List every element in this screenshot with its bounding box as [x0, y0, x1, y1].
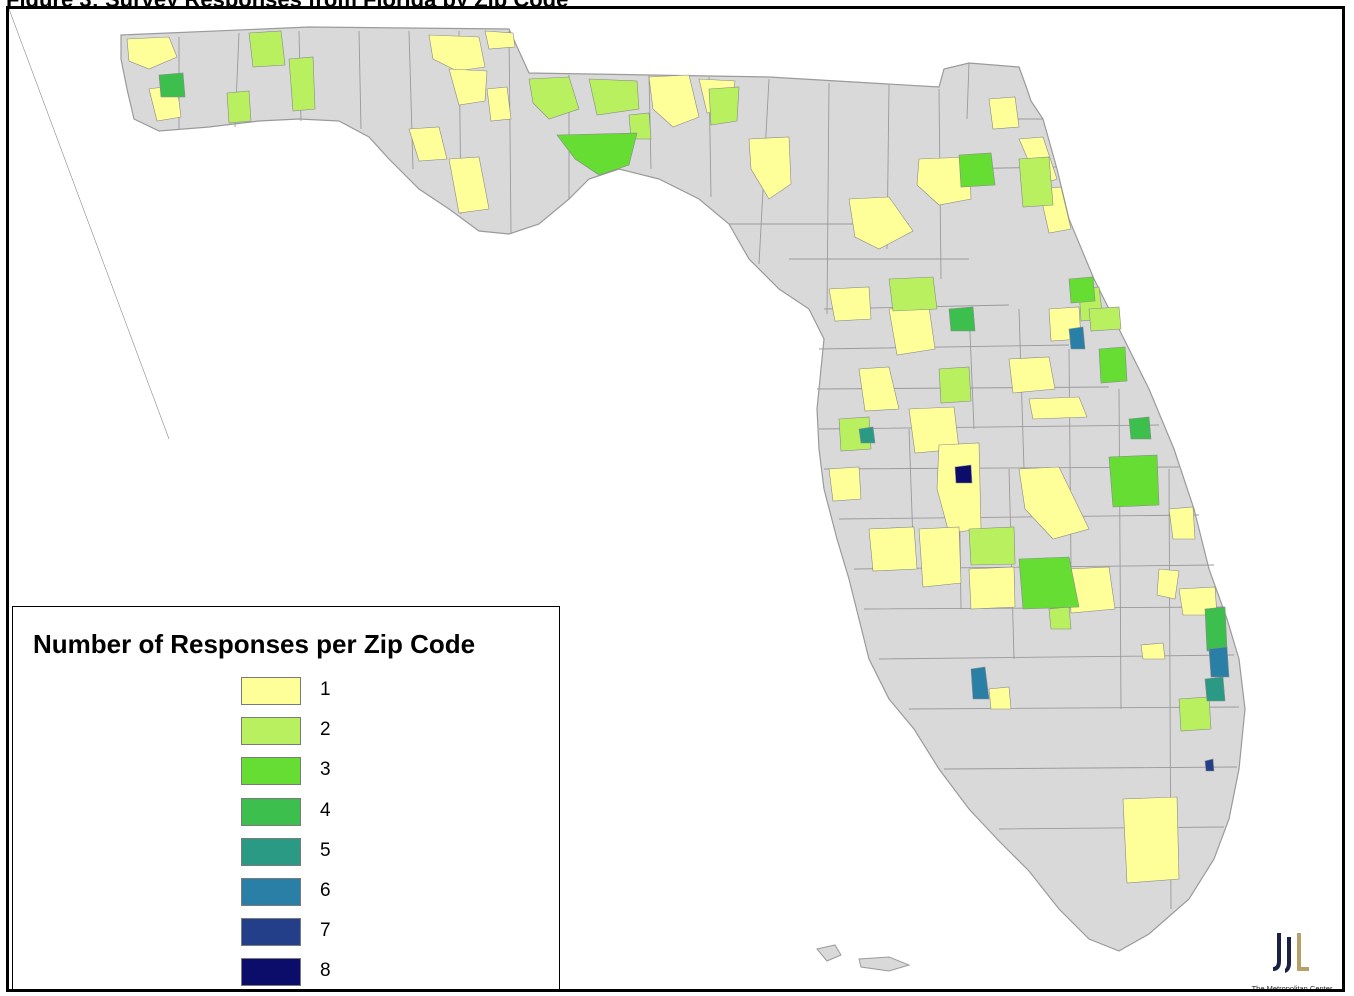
legend-title: Number of Responses per Zip Code [33, 629, 476, 659]
zip-response-areas [9, 9, 1230, 884]
florida-keys [816, 944, 911, 972]
legend-label: 7 [320, 920, 331, 942]
map-frame: The Metropolitan Center Number of Respon… [6, 6, 1345, 992]
legend-swatch [241, 717, 301, 746]
florida-map [9, 9, 1246, 972]
legend-swatch [241, 918, 301, 947]
florida-outline [120, 26, 1246, 952]
legend-swatch [241, 797, 301, 826]
legend-label: 3 [320, 759, 331, 781]
legend-swatch [241, 837, 301, 866]
legend-swatch [241, 877, 301, 906]
logo-text: The Metropolitan Center [1251, 984, 1333, 992]
legend-panel: Number of Responses per Zip Code 1 2 3 4… [12, 606, 560, 989]
legend-label: 6 [320, 879, 331, 901]
logo-mark-icon [1273, 933, 1309, 973]
legend-label: 2 [320, 719, 331, 741]
legend-swatch [241, 958, 301, 987]
legend-label: 1 [320, 679, 331, 700]
legend-label: 4 [320, 799, 331, 821]
legend-swatch [241, 757, 301, 786]
legend-label: 5 [320, 839, 331, 861]
metropolitan-center-logo: The Metropolitan Center [1239, 927, 1342, 992]
legend-label: 8 [320, 960, 331, 982]
legend-swatch [241, 677, 301, 705]
